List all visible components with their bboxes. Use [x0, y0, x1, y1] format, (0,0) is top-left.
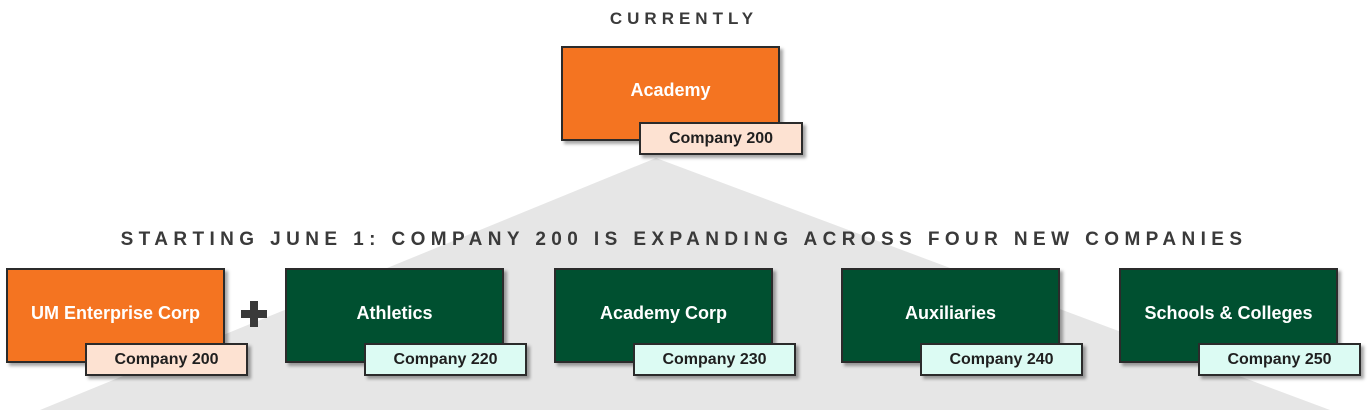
heading-starting-june: STARTING JUNE 1: COMPANY 200 IS EXPANDIN…: [120, 229, 1248, 250]
company-tag-250: Company 250: [1198, 343, 1361, 376]
company-tag-200: Company 200: [85, 343, 248, 376]
company-tag-230: Company 230: [633, 343, 796, 376]
company-tag-240: Company 240: [920, 343, 1083, 376]
plus-icon: [241, 301, 267, 327]
heading-currently: CURRENTLY: [609, 9, 759, 28]
org-name: UM Enterprise Corp: [30, 303, 201, 323]
org-name: Academy Corp: [599, 303, 728, 323]
org-name: Schools & Colleges: [1144, 303, 1313, 323]
company-tag-220: Company 220: [364, 343, 527, 376]
org-name: Auxiliaries: [904, 303, 997, 323]
org-name: Athletics: [356, 303, 433, 323]
current-org-name: Academy: [630, 80, 711, 100]
current-company-tag: Company 200: [639, 122, 803, 155]
